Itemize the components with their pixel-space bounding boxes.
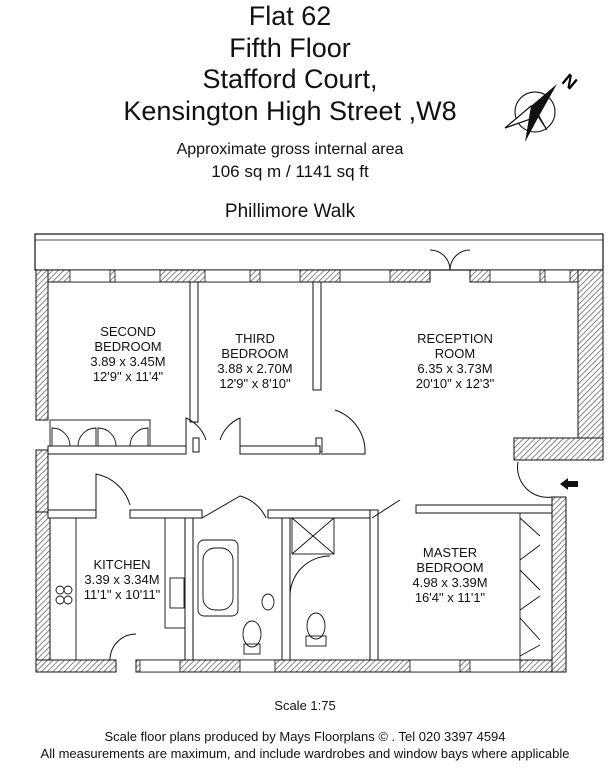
room-metric: 3.89 x 3.45M — [90, 354, 166, 369]
title-line-3: Stafford Court, — [202, 64, 378, 94]
room-name: RECEPTION — [417, 331, 493, 346]
bathroom-fixtures — [197, 517, 335, 655]
street-label: Phillimore Walk — [224, 201, 356, 222]
area-value: 106 sq m / 1141 sq ft — [211, 162, 369, 181]
room-name: KITCHEN — [93, 557, 151, 572]
room-reception: RECEPTION ROOM 6.35 x 3.73M 20'10" x 12'… — [400, 331, 510, 391]
room-name: BEDROOM — [416, 560, 484, 575]
north-arrow-icon — [504, 84, 557, 142]
room-name: BEDROOM — [94, 339, 162, 354]
room-imperial: 20'10" x 12'3" — [415, 376, 495, 391]
wardrobe-second-bedroom — [49, 419, 151, 447]
title-line-1: Flat 62 — [248, 1, 332, 31]
kitchen-units — [49, 517, 186, 661]
north-label: N — [558, 70, 581, 94]
windows-bottom — [139, 659, 521, 673]
entry-arrow-icon — [560, 478, 578, 490]
room-metric: 3.88 x 2.70M — [217, 361, 293, 376]
scale-label: Scale 1:75 — [274, 698, 336, 713]
room-imperial: 16'4" x 11'1" — [414, 590, 486, 605]
title-line-2: Fifth Floor — [229, 33, 351, 63]
area-label: Approximate gross internal area — [176, 141, 404, 158]
disclaimer-text: All measurements are maximum, and includ… — [40, 746, 570, 761]
room-metric: 6.35 x 3.73M — [417, 361, 493, 376]
wardrobe-master-bedroom — [519, 512, 553, 661]
room-name: BEDROOM — [221, 346, 289, 361]
room-name: ROOM — [434, 346, 476, 361]
room-second-bedroom: SECOND BEDROOM 3.89 x 3.45M 12'9" x 11'4… — [78, 324, 178, 384]
doors — [95, 249, 553, 661]
title-line-4: Kensington High Street ,W8 — [123, 96, 457, 126]
room-imperial: 12'9" x 11'4" — [92, 369, 164, 384]
room-name: THIRD — [235, 331, 275, 346]
balcony — [34, 233, 604, 271]
windows-top — [69, 269, 571, 283]
room-metric: 4.98 x 3.39M — [412, 575, 488, 590]
room-name: MASTER — [422, 545, 478, 560]
room-imperial: 12'9" x 8'10" — [219, 376, 291, 391]
room-kitchen: KITCHEN 3.39 x 3.34M 11'1" x 10'11" — [72, 557, 172, 602]
room-master-bedroom: MASTER BEDROOM 4.98 x 3.39M 16'4" x 11'1… — [395, 545, 505, 605]
room-imperial: 11'1" x 10'11" — [83, 587, 161, 602]
interior-walls — [47, 281, 553, 661]
credit-text: Scale floor plans produced by Mays Floor… — [104, 729, 506, 744]
room-third-bedroom: THIRD BEDROOM 3.88 x 2.70M 12'9" x 8'10" — [205, 331, 305, 391]
room-name: SECOND — [100, 324, 156, 339]
room-metric: 3.39 x 3.34M — [84, 572, 160, 587]
